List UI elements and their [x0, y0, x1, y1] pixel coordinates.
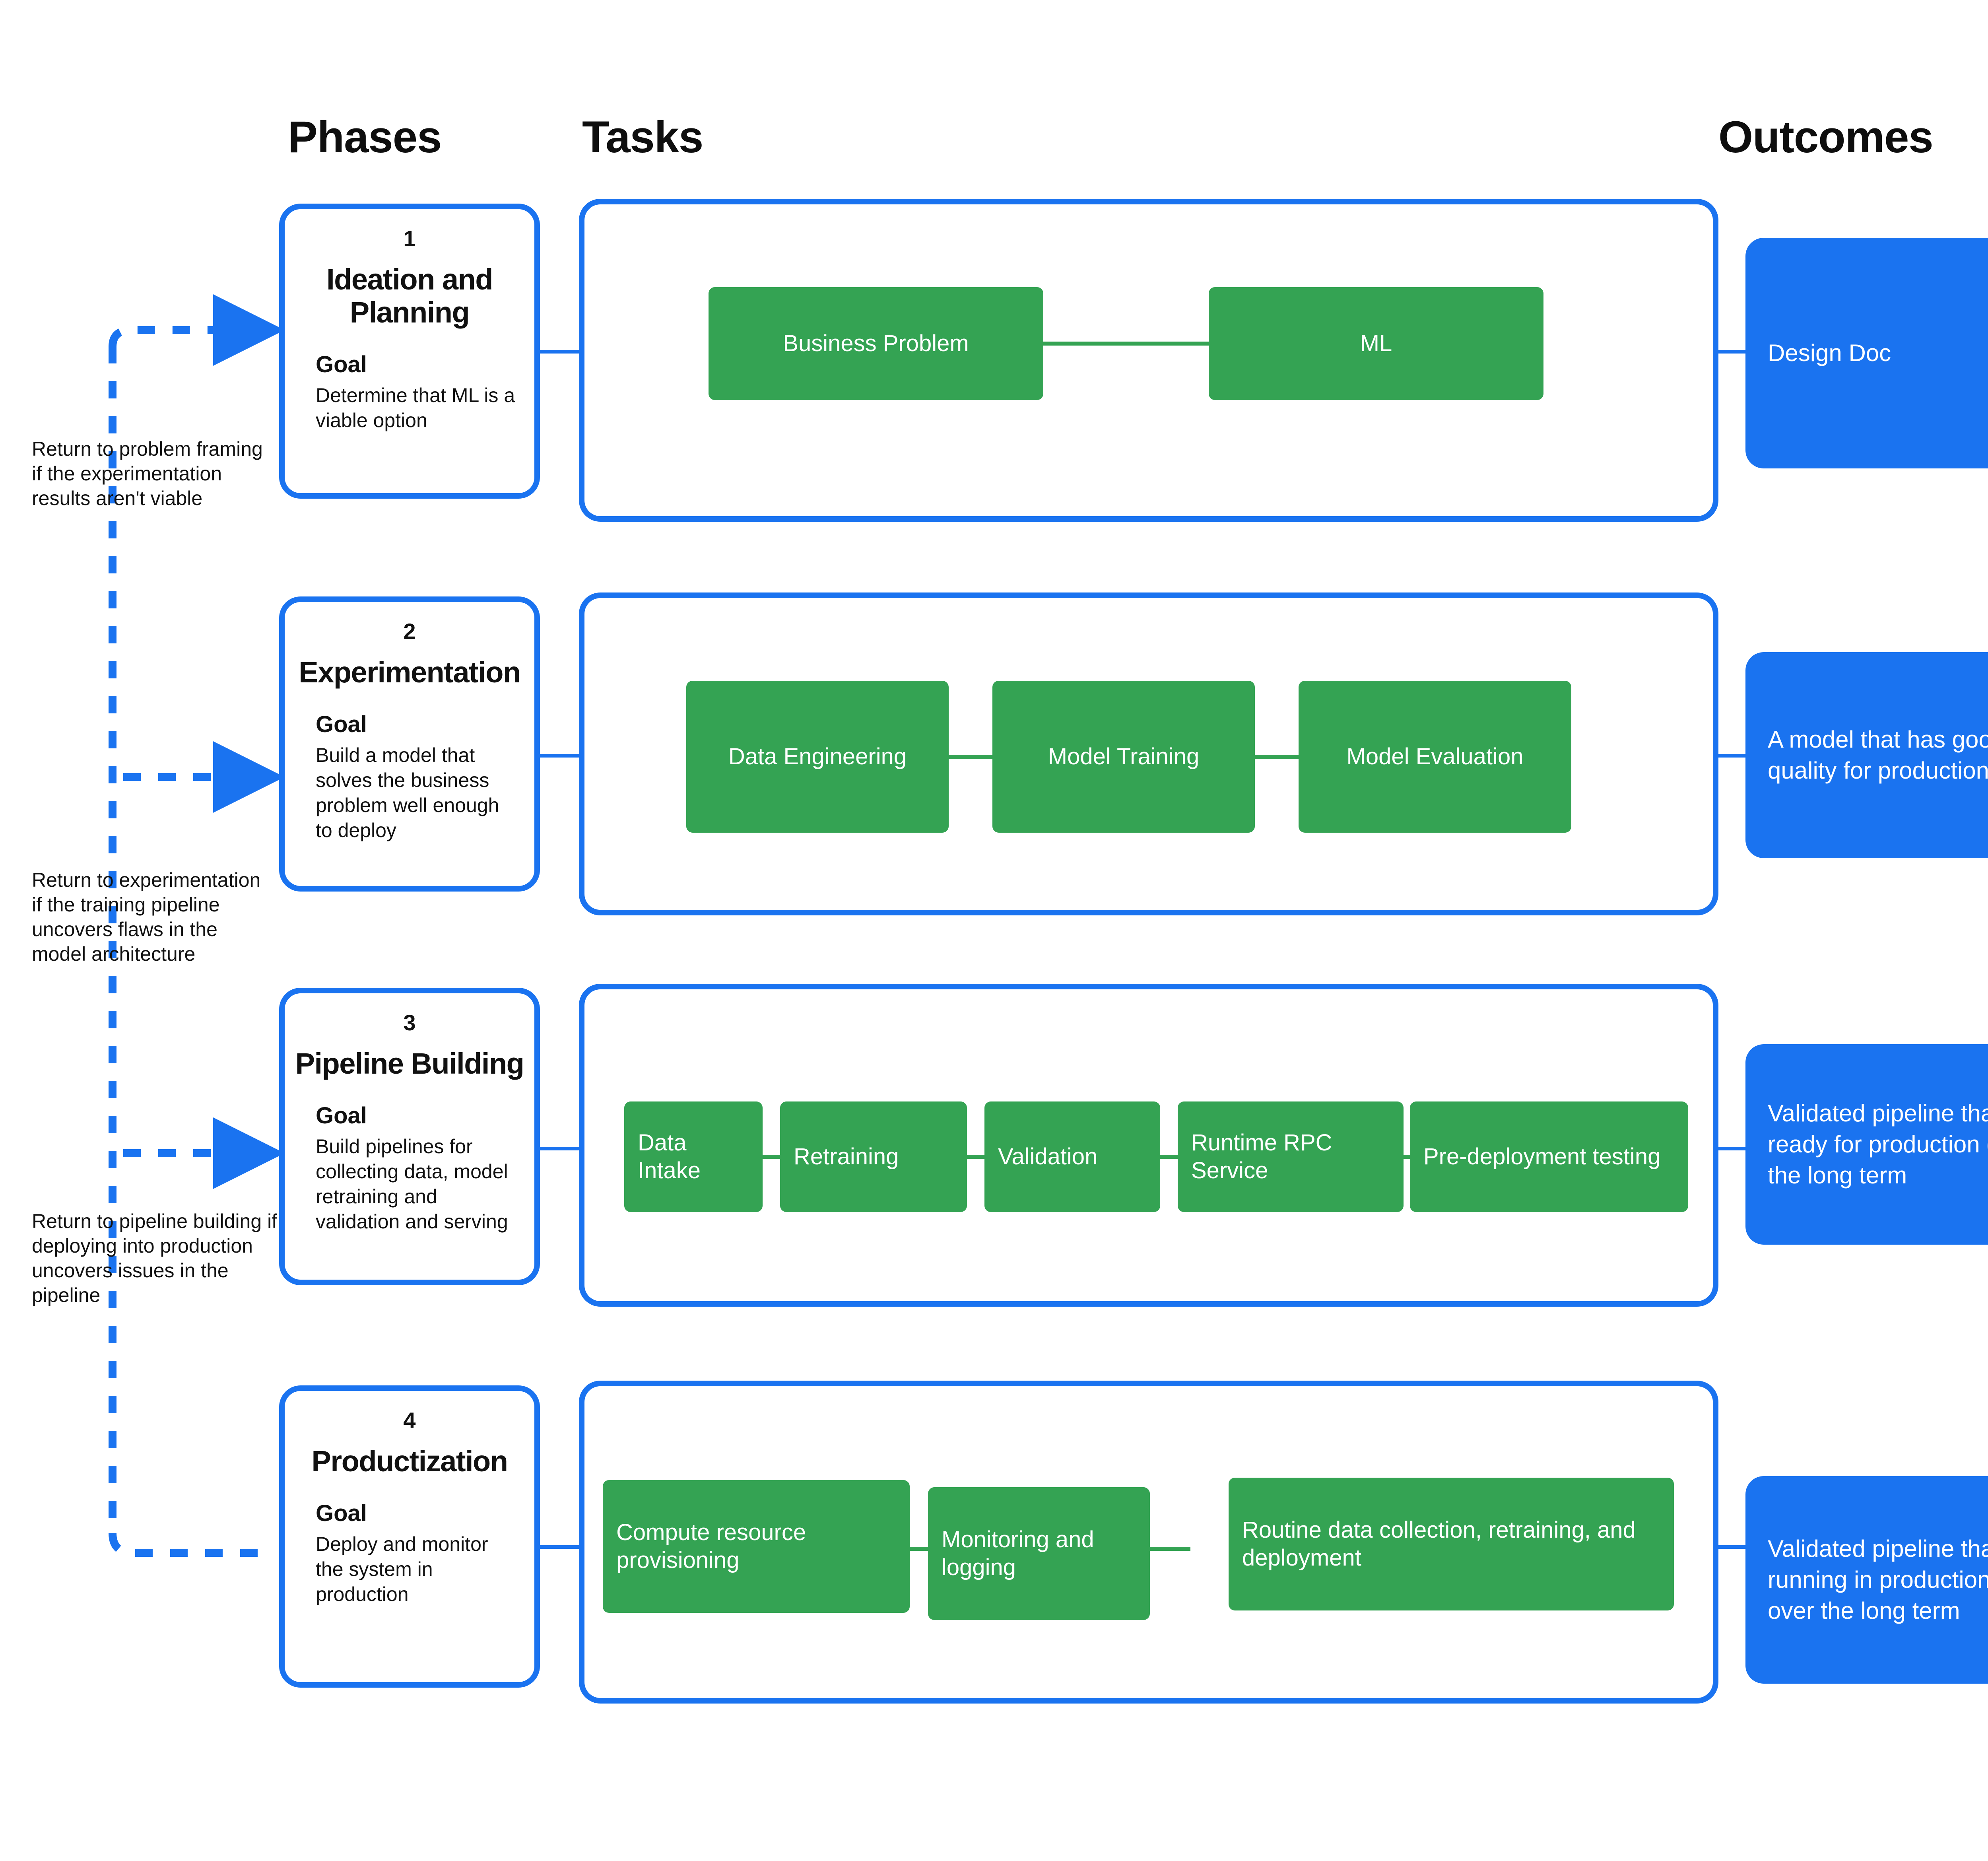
column-header-phases: Phases	[288, 112, 442, 162]
goal-label-2: Goal	[316, 711, 367, 737]
task-box-business-problem[interactable]: Business Problem	[709, 287, 1043, 400]
task-link-1	[1043, 342, 1209, 346]
phase-card-1[interactable]: 1 Ideation and Planning Goal Determine t…	[279, 204, 540, 499]
task-box-model-evaluation[interactable]: Model Evaluation	[1299, 681, 1571, 833]
connector-phase4-tasks4	[538, 1545, 581, 1549]
outcome-box-2[interactable]: A model that has good quality for produc…	[1745, 652, 1988, 858]
task-link-4a	[910, 1547, 928, 1551]
outcome-text-3: Validated pipeline that's ready for prod…	[1768, 1100, 1988, 1189]
phase-number-3: 3	[403, 1010, 416, 1035]
connector-tasks1-outcome1	[1716, 350, 1748, 354]
task-box-monitoring-and-logging[interactable]: Monitoring and logging	[928, 1487, 1150, 1620]
connector-tasks3-outcome3	[1716, 1147, 1748, 1150]
phase-number-4: 4	[403, 1408, 416, 1433]
outcome-box-4[interactable]: Validated pipeline that's running in pro…	[1745, 1476, 1988, 1684]
task-box-data-engineering[interactable]: Data Engineering	[686, 681, 949, 833]
task-box-model-training[interactable]: Model Training	[992, 681, 1255, 833]
phase-number-1: 1	[403, 226, 416, 251]
task-box-compute-resource-provisioning[interactable]: Compute resource provisioning	[603, 1480, 910, 1613]
task-box-pre-deployment-testing[interactable]: Pre-deployment testing	[1410, 1101, 1688, 1212]
phase-title-2: Experimentation	[299, 656, 521, 689]
goal-text-3: Build pipelines for collecting data, mod…	[316, 1135, 508, 1233]
task-box-data-intake[interactable]: Data Intake	[624, 1101, 763, 1212]
phase-goal-block-4: Goal Deploy and monitor the system in pr…	[285, 1500, 534, 1607]
phase-goal-block-1: Goal Determine that ML is a viable optio…	[285, 351, 534, 433]
outcome-box-3[interactable]: Validated pipeline that's ready for prod…	[1745, 1044, 1988, 1245]
phase-title-3: Pipeline Building	[295, 1047, 524, 1080]
outcome-text-4: Validated pipeline that's running in pro…	[1768, 1535, 1988, 1624]
task-box-ml[interactable]: ML	[1209, 287, 1543, 400]
task-link-2b	[1255, 755, 1299, 759]
task-box-retraining[interactable]: Retraining	[780, 1101, 967, 1212]
task-link-3d	[1404, 1155, 1410, 1159]
phase-title-4: Productization	[311, 1445, 508, 1478]
feedback-annotation-to-problem-framing: Return to problem framing if the experim…	[32, 438, 263, 509]
outcome-text-1: Design Doc	[1768, 340, 1891, 366]
outcome-box-1[interactable]: Design Doc	[1745, 238, 1988, 468]
task-link-3a	[763, 1155, 780, 1159]
phase-card-4[interactable]: 4 Productization Goal Deploy and monitor…	[279, 1385, 540, 1688]
phase-card-3[interactable]: 3 Pipeline Building Goal Build pipelines…	[279, 988, 540, 1285]
task-box-validation[interactable]: Validation	[984, 1101, 1160, 1212]
task-link-4b	[1150, 1547, 1190, 1551]
feedback-annotation-to-experimentation-flaws: Return to experimentation if the trainin…	[32, 869, 261, 965]
feedback-annotation-to-pipeline-building: Return to pipeline building if deploying…	[32, 1210, 278, 1306]
task-box-routine-data-collection[interactable]: Routine data collection, retraining, and…	[1229, 1478, 1674, 1610]
column-header-tasks: Tasks	[582, 112, 703, 162]
goal-label-1: Goal	[316, 351, 367, 377]
phase-number-2: 2	[403, 619, 416, 644]
column-header-outcomes: Outcomes	[1718, 112, 1934, 162]
task-link-2a	[949, 755, 992, 759]
connector-tasks4-outcome4	[1716, 1545, 1748, 1549]
phase-goal-block-3: Goal Build pipelines for collecting data…	[285, 1102, 534, 1235]
goal-text-4: Deploy and monitor the system in product…	[316, 1533, 488, 1606]
task-link-3c	[1160, 1155, 1178, 1159]
phase-goal-block-2: Goal Build a model that solves the busin…	[285, 711, 534, 843]
connector-phase1-tasks1	[538, 350, 581, 354]
task-link-3b	[967, 1155, 984, 1159]
connector-phase2-tasks2	[538, 754, 581, 758]
goal-label-3: Goal	[316, 1102, 367, 1129]
outcome-text-2: A model that has good quality for produc…	[1768, 726, 1988, 784]
task-box-runtime-rpc-service[interactable]: Runtime RPC Service	[1178, 1101, 1404, 1212]
phase-title-1: Ideation and Planning	[326, 263, 493, 329]
connector-tasks2-outcome2	[1716, 754, 1748, 758]
connector-phase3-tasks3	[538, 1147, 581, 1150]
phase-card-2[interactable]: 2 Experimentation Goal Build a model tha…	[279, 596, 540, 892]
goal-text-1: Determine that ML is a viable option	[316, 384, 515, 432]
goal-text-2: Build a model that solves the business p…	[316, 744, 499, 842]
goal-label-4: Goal	[316, 1500, 367, 1526]
